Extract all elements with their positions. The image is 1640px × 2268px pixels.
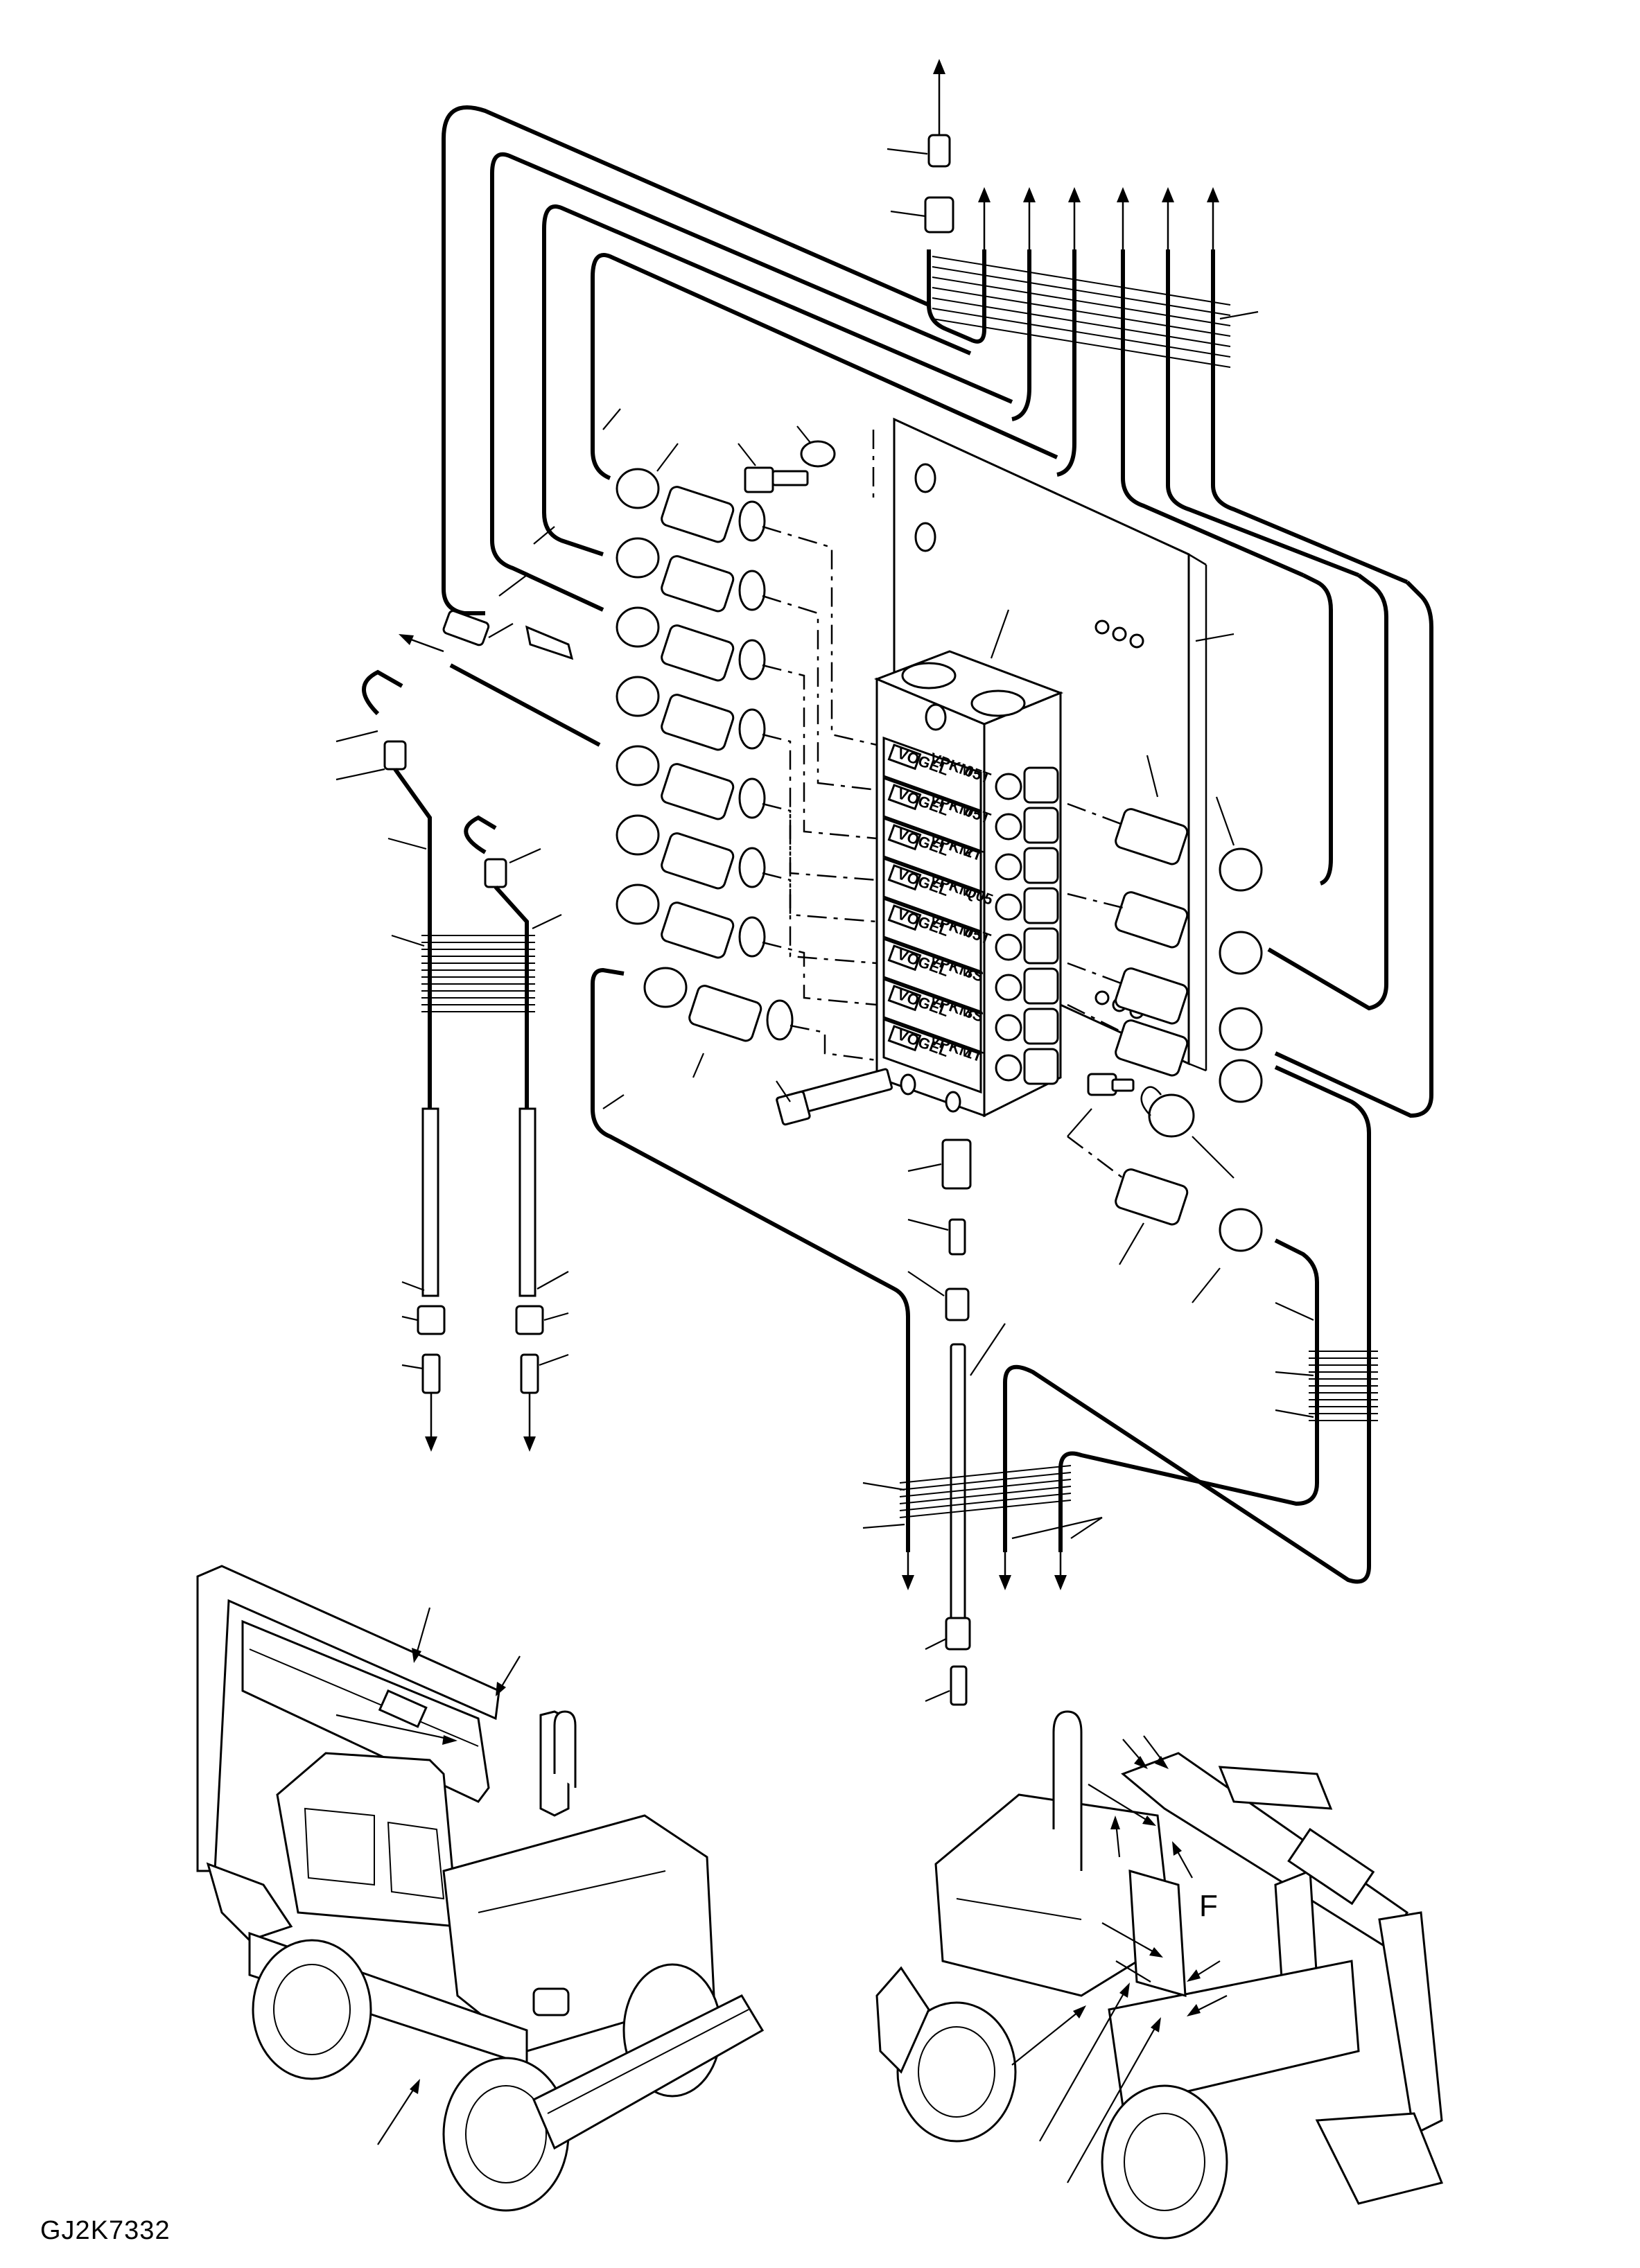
distributor-section: VOGEL VPKM 2T — [882, 816, 1059, 893]
left-connector-row — [616, 745, 766, 820]
top-hatch-band — [932, 256, 1231, 368]
right-connector-row — [1115, 967, 1263, 1051]
left-connector-row — [643, 967, 794, 1042]
right-connector-row — [1115, 808, 1263, 892]
top-flow-arrows — [933, 59, 1219, 249]
lower-pipe-group — [591, 967, 1378, 1706]
top-nipple — [927, 134, 951, 168]
left-connector-row — [616, 884, 766, 959]
excavator-right-view: F — [875, 1710, 1444, 2240]
top-nut — [924, 196, 954, 234]
right-connectors — [1067, 755, 1263, 1303]
bolt-head — [744, 466, 774, 493]
left-connector-row — [616, 468, 766, 543]
progressive-distributor: VOGEL VPKM 05T VOGEL VPKM 05T VOGEL VPKM… — [873, 609, 1064, 1118]
lower-hatch-band — [899, 1351, 1378, 1518]
long-bolt — [776, 1068, 893, 1126]
upper-pipe-group — [442, 59, 1433, 1118]
detail-marker: F — [1199, 1889, 1218, 1923]
right-connector-row — [1115, 891, 1263, 975]
left-connector-row — [616, 814, 766, 890]
left-hose-hatching — [421, 935, 535, 1012]
dust-cap — [1148, 1093, 1195, 1138]
distributor-section: VOGEL VPKM 3S — [882, 977, 1059, 1054]
left-hoses — [335, 610, 601, 1452]
left-connector-row — [616, 537, 766, 613]
right-connector-row — [1115, 1168, 1263, 1252]
drawing-code: GJ2K7332 — [40, 2216, 171, 2245]
left-connector-row — [616, 676, 766, 751]
right-connector-row — [1115, 1019, 1263, 1103]
left-connectors — [488, 408, 878, 1062]
left-connector-row — [616, 606, 766, 682]
excavator-left-view — [196, 1565, 765, 2212]
washer — [800, 440, 836, 468]
